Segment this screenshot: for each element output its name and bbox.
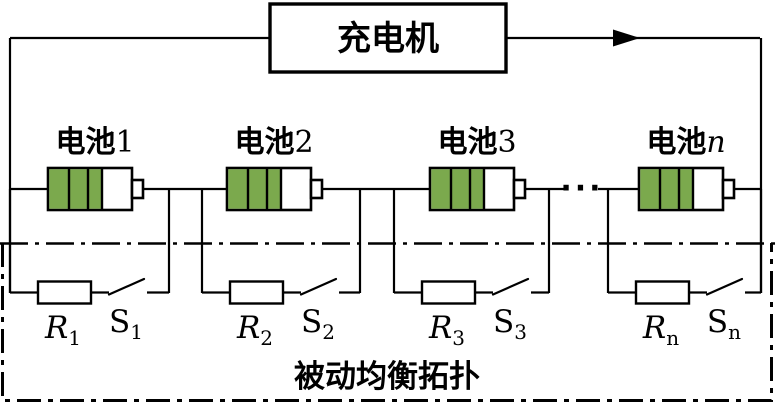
battery-icon — [46, 166, 145, 212]
resistor-1-label: R1 — [44, 310, 81, 350]
loop-wire — [8, 36, 763, 293]
battery-terminal — [512, 178, 527, 200]
resistor-subscript: 1 — [68, 326, 81, 350]
branch-wire — [200, 189, 362, 294]
branch-wire — [8, 189, 171, 294]
battery-unit-n: 电池n Rn Sn — [606, 125, 763, 350]
resistor-3-label: R3 — [428, 310, 465, 350]
resistor-symbol: R — [642, 310, 666, 346]
battery-n-label-prefix: 电池 — [646, 125, 706, 160]
resistor-n-label: Rn — [642, 310, 679, 350]
battery-2-label-index: 2 — [294, 125, 313, 160]
branch-wire — [392, 189, 551, 294]
switch-subscript: 2 — [322, 320, 335, 344]
battery-n-label: 电池n — [646, 125, 725, 160]
resistor-subscript: 3 — [452, 326, 465, 350]
battery-unit-1: 电池1 R1 S1 — [8, 125, 171, 350]
resistor-symbol: R — [428, 310, 452, 346]
switch-subscript: n — [728, 320, 741, 344]
battery-1-label-index: 1 — [115, 125, 134, 160]
battery-n-label-index: n — [706, 125, 725, 160]
battery-charge-fill — [49, 169, 102, 209]
switch-symbol: S — [493, 304, 514, 340]
battery-charge-fill — [228, 169, 281, 209]
battery-3-label-prefix: 电池 — [437, 125, 497, 160]
resistor-2-label: R2 — [236, 310, 273, 350]
switch-icon — [491, 277, 530, 296]
resistor-icon — [420, 280, 477, 305]
battery-unit-3: 电池3 R3 S3 — [392, 125, 551, 350]
battery-cell-dividers — [67, 168, 104, 210]
resistor-subscript: 2 — [260, 326, 273, 350]
series-ellipsis: ··· — [560, 171, 603, 206]
switch-n-label: Sn — [707, 304, 741, 344]
switch-subscript: 1 — [130, 320, 143, 344]
battery-charge-fill — [431, 169, 484, 209]
battery-2-label-prefix: 电池 — [234, 125, 294, 160]
topology-caption: 被动均衡拓扑 — [294, 359, 480, 395]
resistor-symbol: R — [44, 310, 68, 346]
battery-cell-dividers — [246, 168, 283, 210]
battery-charge-fill — [640, 169, 693, 209]
branch-wire — [606, 189, 763, 294]
switch-icon — [705, 277, 744, 296]
resistor-symbol: R — [236, 310, 260, 346]
switch-symbol: S — [109, 304, 130, 340]
battery-icon — [428, 166, 527, 212]
battery-terminal — [721, 178, 736, 200]
switch-symbol: S — [301, 304, 322, 340]
battery-2-label: 电池2 — [234, 125, 313, 160]
resistor-icon — [634, 280, 691, 305]
switch-symbol: S — [707, 304, 728, 340]
charger-box — [268, 2, 508, 74]
battery-cell-dividers — [449, 168, 486, 210]
switch-2-label: S2 — [301, 304, 335, 344]
battery-unit-2: 电池2 R2 S2 — [200, 125, 362, 350]
switch-icon — [107, 277, 146, 296]
topology-dashed-box — [1, 243, 773, 402]
switch-3-label: S3 — [493, 304, 527, 344]
battery-3-label-index: 3 — [497, 125, 516, 160]
switch-subscript: 3 — [514, 320, 527, 344]
battery-icon — [225, 166, 324, 212]
resistor-subscript: n — [666, 326, 679, 350]
charger: 充电机 — [268, 2, 508, 74]
battery-cell-dividers — [658, 168, 695, 210]
resistor-icon — [36, 280, 93, 305]
battery-terminal — [130, 178, 145, 200]
battery-terminal — [309, 178, 324, 200]
charger-circuit-wiring — [8, 29, 763, 293]
charger-label: 充电机 — [337, 19, 439, 59]
battery-1-label-prefix: 电池 — [55, 125, 115, 160]
switch-icon — [299, 277, 338, 296]
switch-1-label: S1 — [109, 304, 143, 344]
battery-3-label: 电池3 — [437, 125, 516, 160]
battery-1-label: 电池1 — [55, 125, 134, 160]
current-arrow-icon — [613, 29, 640, 47]
resistor-icon — [228, 280, 285, 305]
battery-icon — [637, 166, 736, 212]
